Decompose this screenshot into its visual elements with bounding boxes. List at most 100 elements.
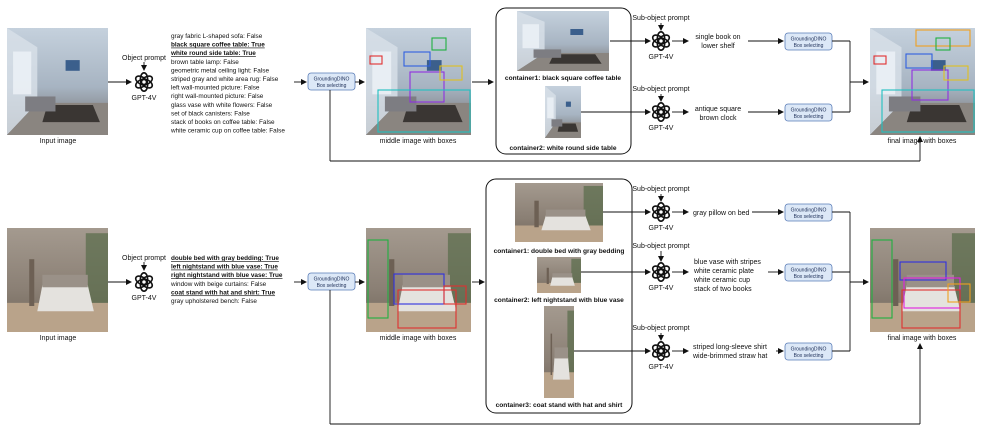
bottom-pipeline: Input image Object prompt GPT-4V double … [7,178,975,425]
bottom-grounding-box-2 [784,203,833,222]
bottom-grounding3-line2: Box selecting [794,274,824,280]
top-sub-result-1b: lower shelf [701,43,735,50]
bottom-sub-result-3a: striped long-sleeve shirt [693,344,767,351]
bottom-middle-caption: middle image with boxes [380,335,457,342]
top-object-item: glass vase with white flowers: False [171,102,273,109]
top-sub-result-1a: single book on [695,34,740,41]
bottom-grounding2-line2: Box selecting [794,214,824,220]
top-subprompt-label-2: Sub-object prompt [632,86,689,93]
top-object-item: black square coffee table: True [171,42,265,49]
top-sub-result-2a: antique square [695,106,741,113]
bottom-object-item: gray upholstered bench: False [171,298,257,305]
top-gpt-label-3: GPT-4V [649,125,674,132]
top-object-item: stack of books on coffee table: False [171,119,275,126]
top-object-item: striped gray and white area rug: False [171,76,279,83]
top-object-item: brown table lamp: False [171,59,239,66]
bottom-container1-image [515,183,603,242]
top-gpt-label-2: GPT-4V [649,54,674,61]
top-object-item: right wall-mounted picture: False [171,93,264,100]
top-grounding-line2: Box selecting [317,83,347,89]
bottom-subprompt-label-2: Sub-object prompt [632,243,689,250]
bottom-grounding4-line1: GroundingDINO [791,347,827,353]
top-object-list: gray fabric L-shaped sofa: False black sq… [170,33,285,135]
bottom-object-item: coat stand with hat and shirt: True [171,289,275,296]
bottom-grounding4-line2: Box selecting [794,353,824,359]
top-object-item: left wall-mounted picture: False [171,85,260,92]
bottom-middle-boxes [367,239,467,329]
top-gpt-logo-icon-2 [651,31,671,51]
top-input-caption: Input image [40,138,77,145]
bottom-input-caption: Input image [40,335,77,342]
top-grounding-box-3 [784,103,833,122]
top-gpt-label: GPT-4V [132,95,157,102]
top-container-group [495,7,632,155]
bottom-grounding-box-3 [784,263,833,282]
bottom-container3-label: container3: coat stand with hat and shir… [496,402,624,409]
bottom-object-item: double bed with gray bedding: True [171,255,279,262]
top-grounding-box-2 [784,32,833,51]
bottom-gpt-label-4: GPT-4V [649,364,674,371]
bottom-object-list: double bed with gray bedding: True left n… [170,255,283,305]
top-gpt-logo-icon [134,72,154,92]
top-container2-image [545,86,581,138]
top-container1-label: container1: black square coffee table [505,75,621,82]
top-middle-caption: middle image with boxes [380,138,457,145]
top-pipeline: Input image Object prompt GPT-4V gray fa… [7,7,975,162]
bottom-object-item: right nightstand with blue vase: True [171,272,283,279]
bottom-container2-label: container2: left nightstand with blue va… [494,297,624,304]
top-object-item: gray fabric L-shaped sofa: False [171,33,263,40]
top-final-caption: final image with boxes [888,138,957,145]
top-container1-image [517,11,609,71]
bottom-object-item: window with beige curtains: False [170,281,267,288]
bottom-subprompt-label-1: Sub-object prompt [632,186,689,193]
bottom-grounding-line1: GroundingDINO [314,277,350,283]
bottom-final-caption: final image with boxes [888,335,957,342]
top-grounding3-line2: Box selecting [794,114,824,120]
bottom-grounding-line2: Box selecting [317,283,347,289]
top-gpt-logo-icon-3 [651,102,671,122]
bottom-gpt-logo-icon-2 [651,202,671,222]
bottom-sub-result-3b: wide-brimmed straw hat [692,353,767,360]
bottom-grounding-box-4 [784,342,833,361]
bottom-grounding3-line1: GroundingDINO [791,268,827,274]
bottom-gpt-label-3: GPT-4V [649,285,674,292]
bottom-sub-result-1a: gray pillow on bed [693,210,750,217]
bottom-input-image [7,228,108,332]
bottom-gpt-logo-icon-3 [651,262,671,282]
bottom-gpt-logo-icon [134,272,154,292]
top-middle-boxes [369,37,471,133]
bottom-middle-image [366,228,471,332]
top-input-image [7,28,108,135]
top-subprompt-label-1: Sub-object prompt [632,15,689,22]
bottom-grounding-box [307,272,356,291]
bottom-final-boxes [871,239,971,329]
top-grounding2-line2: Box selecting [794,43,824,49]
top-final-image [870,28,975,135]
top-final-boxes [873,29,975,133]
bottom-gpt-label-2: GPT-4V [649,225,674,232]
top-grounding-line1: GroundingDINO [314,77,350,83]
top-object-item: white ceramic cup on coffee table: False [170,128,285,135]
bottom-subprompt-label-3: Sub-object prompt [632,325,689,332]
top-object-item: geometric metal ceiling light: False [171,67,269,74]
bottom-grounding2-line1: GroundingDINO [791,208,827,214]
top-object-item: white round side table: True [170,50,256,57]
top-grounding-box [307,72,356,91]
bottom-object-prompt-label: Object prompt [122,255,166,262]
bottom-container1-label: container1: double bed with gray bedding [494,248,625,255]
bottom-container3-image [544,306,574,398]
bottom-gpt-logo-icon-4 [651,341,671,361]
bottom-container-group [485,178,633,414]
top-sub-result-2b: brown clock [700,115,737,122]
bottom-object-item: left nightstand with blue vase: True [171,264,278,271]
top-middle-image [366,28,471,135]
bottom-gpt-label: GPT-4V [132,295,157,302]
top-object-item: set of black canisters: False [171,110,250,117]
top-grounding3-line1: GroundingDINO [791,108,827,114]
top-container2-label: container2: white round side table [510,145,617,152]
bottom-sub-result-2c: white ceramic cup [693,277,750,284]
bottom-container2-image [537,257,581,293]
top-grounding2-line1: GroundingDINO [791,37,827,43]
top-object-prompt-label: Object prompt [122,55,166,62]
